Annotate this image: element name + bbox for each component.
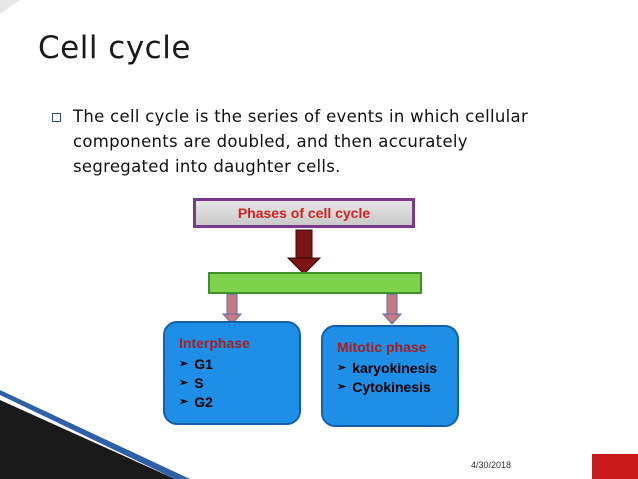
phases-root-box: Phases of cell cycle xyxy=(193,198,415,228)
mitotic-phase-card: Mitotic phase ➢karyokinesis ➢Cytokinesis xyxy=(321,325,459,427)
down-arrow-left xyxy=(221,293,243,325)
arrowhead-bullet-icon: ➢ xyxy=(179,377,189,389)
slide-title: Cell cycle xyxy=(38,30,191,66)
phases-root-label: Phases of cell cycle xyxy=(237,205,371,221)
bottom-swoosh-decoration xyxy=(0,400,175,479)
list-item: ➢S xyxy=(179,375,204,391)
bullet-text: The cell cycle is the series of events i… xyxy=(73,107,529,176)
interphase-title: Interphase xyxy=(179,335,250,351)
list-item: ➢Cytokinesis xyxy=(337,379,431,395)
arrowhead-bullet-icon: ➢ xyxy=(179,358,189,370)
interphase-card: Interphase ➢G1 ➢S ➢G2 xyxy=(163,321,301,425)
arrowhead-bullet-icon: ➢ xyxy=(337,362,347,374)
down-arrow-main xyxy=(286,229,322,275)
square-bullet-icon xyxy=(52,113,61,122)
list-item: ➢G2 xyxy=(179,394,213,410)
interphase-list: ➢G1 ➢S ➢G2 xyxy=(179,355,213,412)
list-item: ➢G1 xyxy=(179,356,213,372)
corner-stripe-decoration xyxy=(0,0,20,14)
mitotic-phase-title: Mitotic phase xyxy=(337,339,427,355)
mitotic-phase-list: ➢karyokinesis ➢Cytokinesis xyxy=(337,359,437,397)
list-item: ➢karyokinesis xyxy=(337,360,438,376)
bullet-point: The cell cycle is the series of events i… xyxy=(52,104,552,179)
bottom-swoosh-accent xyxy=(0,390,190,479)
arrowhead-bullet-icon: ➢ xyxy=(337,381,347,393)
branch-bar xyxy=(208,272,422,294)
down-arrow-right xyxy=(381,293,403,325)
corner-accent-box xyxy=(592,454,638,479)
arrowhead-bullet-icon: ➢ xyxy=(179,396,189,408)
slide-date: 4/30/2018 xyxy=(471,460,512,470)
